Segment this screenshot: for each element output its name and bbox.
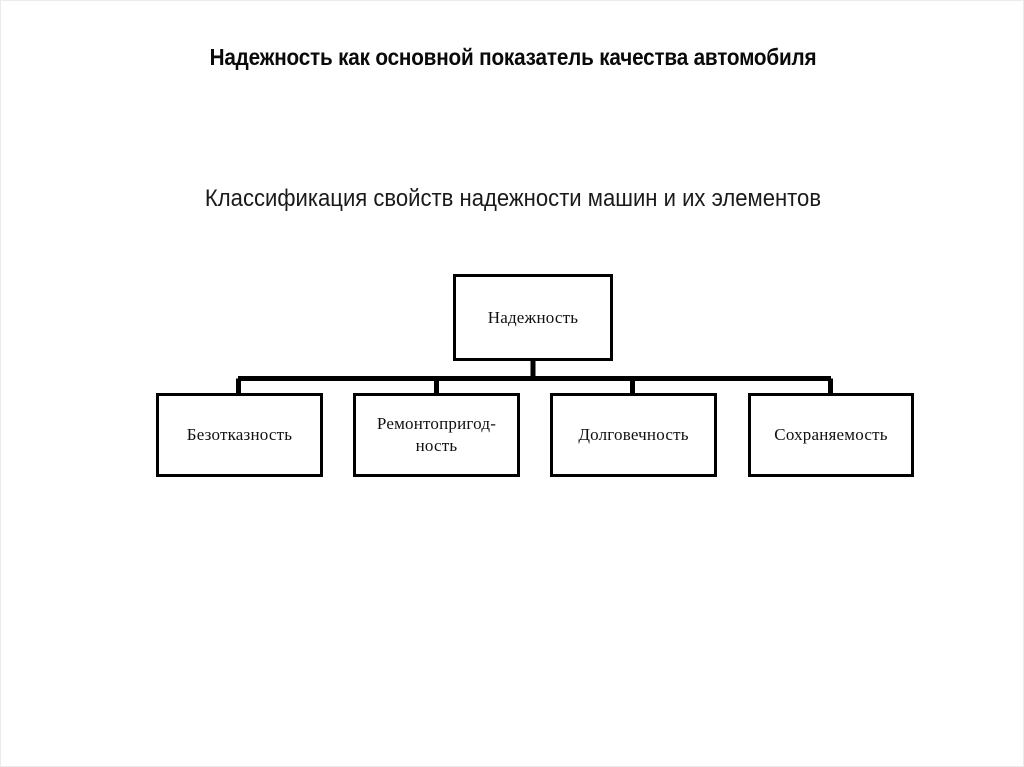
node-root-label: Надежность — [487, 307, 579, 327]
node-leaf-durability: Долговечность — [550, 393, 717, 477]
page-title: Надежность как основной показатель качес… — [209, 44, 817, 70]
diagram-caption: Классификация свойств надежности машин и… — [204, 185, 822, 212]
node-leaf-failure-free-operation: Безотказность — [156, 393, 323, 477]
node-leaf-storability: Сохраняемость — [748, 393, 914, 477]
node-leaf-1-label: Безотказность — [186, 425, 293, 444]
node-leaf-3-label: Долговечность — [578, 425, 689, 444]
node-root-reliability: Надежность — [453, 274, 613, 361]
node-leaf-maintainability: Ремонтопригод- ность — [353, 393, 520, 477]
node-leaf-2-label: Ремонтопригод- ность — [376, 414, 497, 455]
node-leaf-4-label: Сохраняемость — [774, 425, 888, 444]
